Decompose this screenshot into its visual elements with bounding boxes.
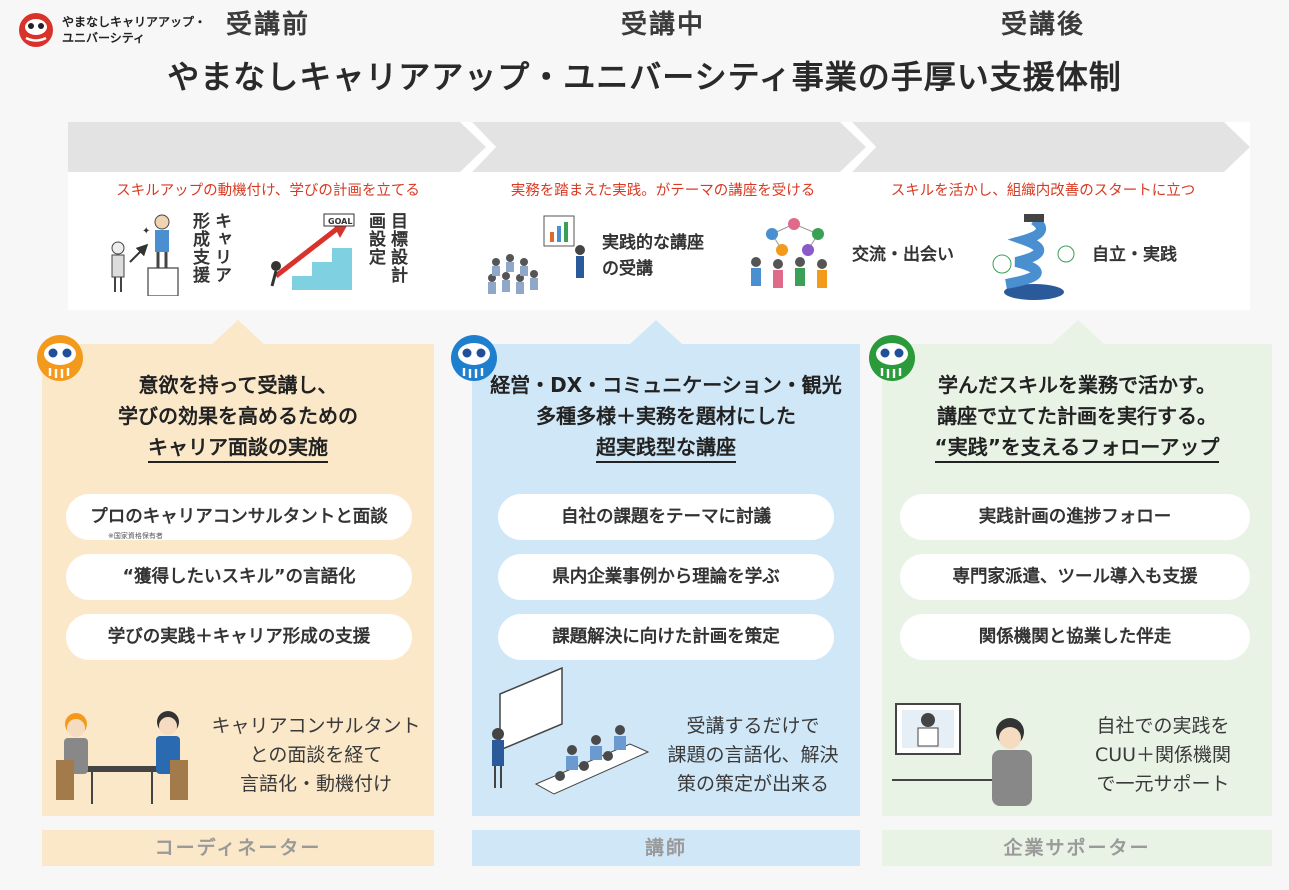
- column-during: 経営・DX・コミュニケーション・観光 多種多様＋実務を題材にした 超実践型な講座…: [472, 344, 860, 816]
- bottom-text-line: との面談を経て: [249, 744, 383, 766]
- column-heading: 経営・DX・コミュニケーション・観光 多種多様＋実務を題材にした 超実践型な講座: [472, 370, 860, 463]
- pill-footnote: ※国家資格保有者: [108, 532, 163, 540]
- pill-item: 実践計画の進捗フォロー: [900, 494, 1250, 540]
- pill-item: 県内企業事例から理論を学ぶ: [498, 554, 834, 600]
- bottom-text-line: 受講するだけで: [686, 715, 820, 737]
- phase-subtitle-during: 実務を踏まえた実践。がテーマの講座を受ける: [510, 183, 816, 199]
- pill-item: 学びの実践＋キャリア形成の支援: [66, 614, 412, 660]
- phase-label-after: 受講後: [1000, 10, 1085, 40]
- logo-text-line1: やまなしキャリアアップ・: [62, 15, 207, 29]
- classroom-illustration: [488, 215, 585, 294]
- daruma-logo-icon: [19, 13, 53, 47]
- goal-setting-label: 目標設計画設定: [365, 212, 407, 284]
- role-company-supporter: 企業サポーター: [882, 830, 1272, 866]
- notch-col3: [1052, 320, 1104, 344]
- consultation-illustration: [56, 711, 188, 804]
- column-bottom-text: キャリアコンサルタント との面談を経て 言語化・動機付け: [198, 712, 434, 799]
- notch-col2: [630, 320, 682, 344]
- spiral-growth-illustration: [992, 214, 1075, 300]
- remote-support-illustration: [892, 703, 1032, 806]
- notch-col1: [212, 320, 264, 344]
- goal-sign-text: GOAL: [328, 217, 352, 226]
- phase-label-before: 受講前: [225, 10, 310, 40]
- career-step-illustration: ✦: [111, 214, 179, 296]
- chevron-separator-icon: [845, 122, 877, 172]
- svg-text:✦: ✦: [142, 226, 150, 237]
- page-title: やまなしキャリアアップ・ユニバーシティ事業の手厚い支援体制: [167, 58, 1122, 96]
- goal-stairs-illustration: GOAL: [270, 213, 355, 290]
- logo: やまなしキャリアアップ・ ユニバーシティ: [18, 12, 206, 48]
- independence-label: 自立・実践: [1092, 245, 1177, 265]
- column-heading-line: 多種多様＋実務を題材にした: [536, 404, 796, 428]
- phase-arrow-during: [468, 122, 866, 172]
- lecture-illustration: [492, 666, 650, 795]
- bottom-text-line: 策の策定が出来る: [676, 773, 829, 795]
- column-heading: 意欲を持って受講し、 学びの効果を高めるための キャリア面談の実施: [42, 370, 434, 463]
- role-instructor: 講師: [472, 830, 860, 866]
- column-heading-emphasis: キャリア面談の実施: [148, 433, 328, 463]
- column-heading-line: 意欲を持って受講し、: [138, 373, 338, 397]
- practical-lecture-label: 実践的な講座の受講: [602, 233, 704, 279]
- column-bottom-text: 受講するだけで 課題の言語化、解決 策の策定が出来る: [650, 712, 856, 799]
- phase-arrow-after: [848, 122, 1250, 172]
- phase-subtitle-after: スキルを活かし、組織内改善のスタートに立つ: [890, 183, 1196, 199]
- pill-item: “獲得したいスキル”の言語化: [66, 554, 412, 600]
- column-bottom-text: 自社での実践を CUU＋関係機関 で一元サポート: [1058, 712, 1268, 799]
- column-after: 学んだスキルを業務で活かす。 講座で立てた計画を実行する。 “実践”を支えるフォ…: [882, 344, 1272, 816]
- networking-label: 交流・出会い: [852, 245, 954, 265]
- column-heading-line: 学びの効果を高めるための: [118, 404, 358, 428]
- networking-illustration: [751, 218, 827, 288]
- bottom-text-line: キャリアコンサルタント: [211, 715, 421, 737]
- green-daruma-icon: [869, 335, 915, 381]
- column-heading-line: 経営・DX・コミュニケーション・観光: [490, 373, 842, 397]
- career-support-label: キャリア形成支援: [189, 212, 231, 284]
- phase-arrow-before: [68, 122, 486, 172]
- column-before: 意欲を持って受講し、 学びの効果を高めるための キャリア面談の実施 プロのキャリ…: [42, 344, 434, 816]
- bottom-text-line: 自社での実践を: [1096, 715, 1230, 737]
- pill-item: 自社の課題をテーマに討議: [498, 494, 834, 540]
- pill-item: 課題解決に向けた計画を策定: [498, 614, 834, 660]
- column-heading-emphasis: “実践”を支えるフォローアップ: [934, 433, 1220, 463]
- pill-item: 関係機関と協業した伴走: [900, 614, 1250, 660]
- orange-daruma-icon: [37, 335, 83, 381]
- logo-text-line2: ユニバーシティ: [62, 31, 146, 45]
- bottom-text-line: 課題の言語化、解決: [667, 744, 839, 766]
- bottom-text-line: で一元サポート: [1096, 773, 1230, 795]
- column-heading: 学んだスキルを業務で活かす。 講座で立てた計画を実行する。 “実践”を支えるフォ…: [882, 370, 1272, 463]
- role-coordinator: コーディネーター: [42, 830, 434, 866]
- bottom-text-line: 言語化・動機付け: [239, 773, 392, 795]
- pill-item: 専門家派遣、ツール導入も支援: [900, 554, 1250, 600]
- pill-item: プロのキャリアコンサルタントと面談: [66, 494, 412, 540]
- column-heading-emphasis: 超実践型な講座: [596, 433, 736, 463]
- chevron-separator-icon: [465, 122, 497, 172]
- column-heading-line: 学んだスキルを業務で活かす。: [938, 373, 1216, 397]
- phase-subtitle-before: スキルアップの動機付け、学びの計画を立てる: [116, 183, 420, 199]
- phase-label-during: 受講中: [620, 10, 705, 40]
- blue-daruma-icon: [451, 335, 497, 381]
- bottom-text-line: CUU＋関係機関: [1094, 744, 1232, 766]
- column-heading-line: 講座で立てた計画を実行する。: [937, 404, 1217, 428]
